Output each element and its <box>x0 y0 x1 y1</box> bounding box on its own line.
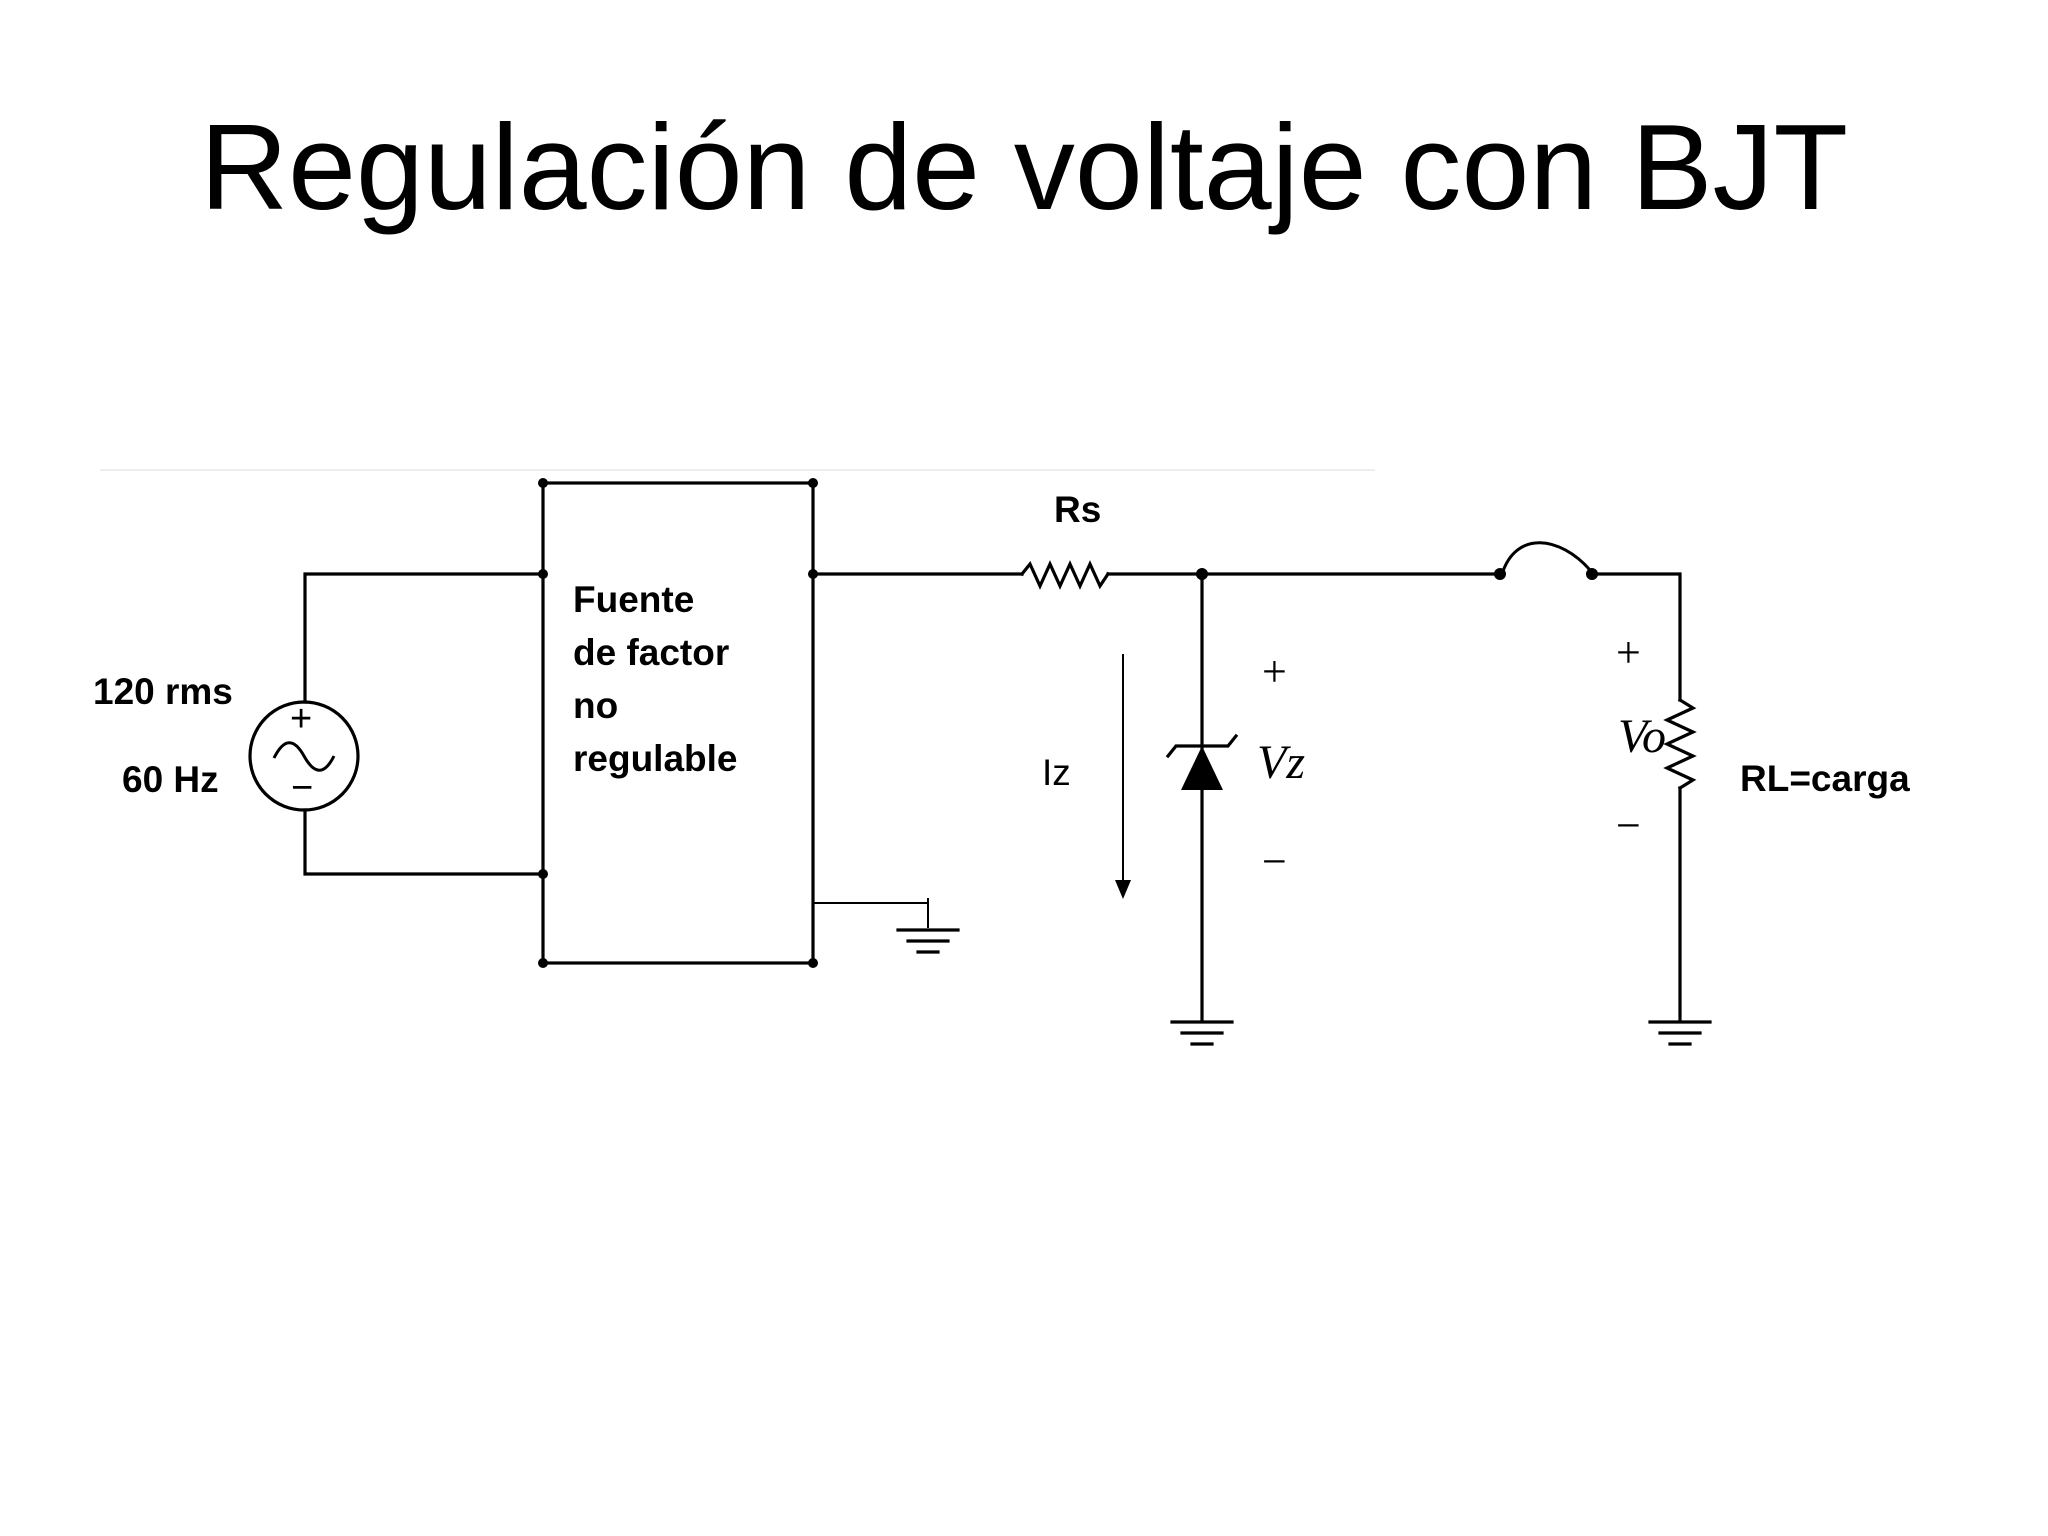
block-label-line: no <box>573 685 618 726</box>
load-minus-sign: − <box>1616 801 1641 850</box>
unregulated-supply-block: Fuente de factor no regulable <box>538 478 818 968</box>
source-plus-sign: + <box>290 698 312 740</box>
node-dot <box>808 478 818 488</box>
rs-label: Rs <box>1054 489 1101 530</box>
source-bottom-wire <box>303 808 545 876</box>
ac-source: + − 120 rms 60 Hz <box>93 572 545 876</box>
zener-diode-icon <box>1165 733 1239 790</box>
node-dot <box>538 478 548 488</box>
node-dot <box>538 958 548 968</box>
zener-branch: Iz + Vz − <box>1042 568 1305 1046</box>
iz-label: Iz <box>1042 752 1071 793</box>
zener-plus-sign: + <box>1262 647 1287 696</box>
ac-source-icon <box>248 700 360 812</box>
series-resistor-branch: Rs <box>811 489 1502 590</box>
ground-icon <box>1170 1020 1234 1046</box>
ground-icon <box>896 898 960 954</box>
source-voltage-label: 120 rms <box>93 671 233 712</box>
load-top-wire <box>1590 572 1682 702</box>
zener-minus-sign: − <box>1262 837 1287 886</box>
page-title: Regulación de voltaje con BJT <box>200 99 1848 235</box>
block-outline <box>541 481 815 965</box>
block-label-line: regulable <box>573 738 738 779</box>
arrow-down-icon <box>1115 654 1131 899</box>
source-top-wire <box>303 572 545 704</box>
load-resistor-label: RL=carga <box>1740 758 1910 799</box>
resistor-icon <box>1663 697 1697 791</box>
block-label-line: Fuente <box>573 579 694 620</box>
block-ground <box>813 898 960 954</box>
ground-icon <box>1648 1020 1712 1046</box>
load-plus-sign: + <box>1616 628 1641 677</box>
block-label-line: de factor <box>573 632 729 673</box>
resistor-icon <box>1019 560 1111 590</box>
source-minus-sign: − <box>291 767 313 809</box>
vz-label: Vz <box>1257 736 1305 789</box>
node-dot <box>808 958 818 968</box>
vo-label: Vo <box>1618 710 1666 763</box>
source-frequency-label: 60 Hz <box>122 759 219 800</box>
switch-icon <box>1494 541 1598 580</box>
load-branch: + Vo − RL=carga <box>1590 572 1910 1046</box>
